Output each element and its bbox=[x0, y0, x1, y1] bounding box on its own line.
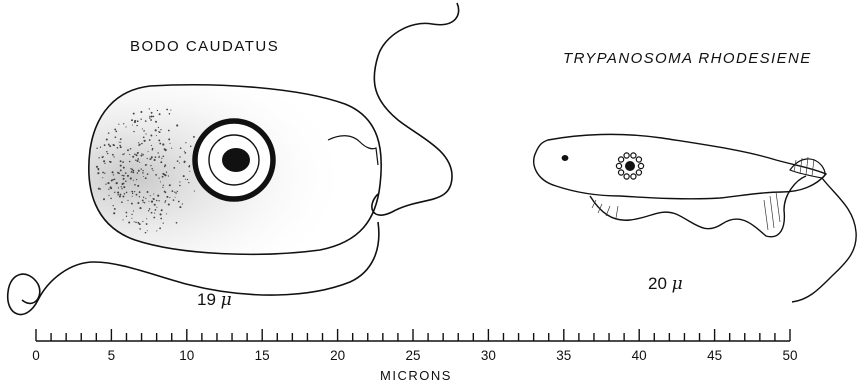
scale-tick-label: 0 bbox=[21, 348, 51, 363]
bodo-size-label: 19 μ bbox=[197, 290, 232, 310]
trypanosoma-body bbox=[534, 134, 826, 198]
bodo-anterior-flagellum bbox=[372, 3, 459, 215]
scale-tick-label: 10 bbox=[172, 348, 202, 363]
trypanosoma-label: TRYPANOSOMA RHODESIENE bbox=[563, 50, 812, 67]
trypanosoma-size-unit: μ bbox=[672, 274, 683, 294]
scale-tick-label: 50 bbox=[775, 348, 805, 363]
bodo-size-unit: μ bbox=[221, 290, 232, 310]
bodo-nucleolus bbox=[222, 148, 250, 172]
trypanosoma-free-flagellum bbox=[792, 178, 856, 302]
micron-scale-bar bbox=[36, 329, 790, 341]
scale-tick-label: 35 bbox=[549, 348, 579, 363]
trypanosoma-illustration bbox=[534, 134, 856, 302]
bodo-caudatus-label: BODO CAUDATUS bbox=[130, 38, 279, 55]
trypanosoma-size-label: 20 μ bbox=[648, 274, 683, 294]
trypanosoma-nucleus bbox=[625, 161, 635, 171]
scale-tick-label: 45 bbox=[700, 348, 730, 363]
bodo-size-value: 19 bbox=[197, 290, 216, 309]
scale-tick-label: 20 bbox=[323, 348, 353, 363]
scale-tick-label: 40 bbox=[624, 348, 654, 363]
trypanosoma-kinetoplast bbox=[562, 155, 569, 161]
scale-axis-title: MICRONS bbox=[380, 368, 452, 383]
scale-tick-label: 25 bbox=[398, 348, 428, 363]
scale-tick-label: 30 bbox=[473, 348, 503, 363]
scale-tick-label: 5 bbox=[96, 348, 126, 363]
scale-tick-label: 15 bbox=[247, 348, 277, 363]
trypanosoma-size-value: 20 bbox=[648, 274, 667, 293]
